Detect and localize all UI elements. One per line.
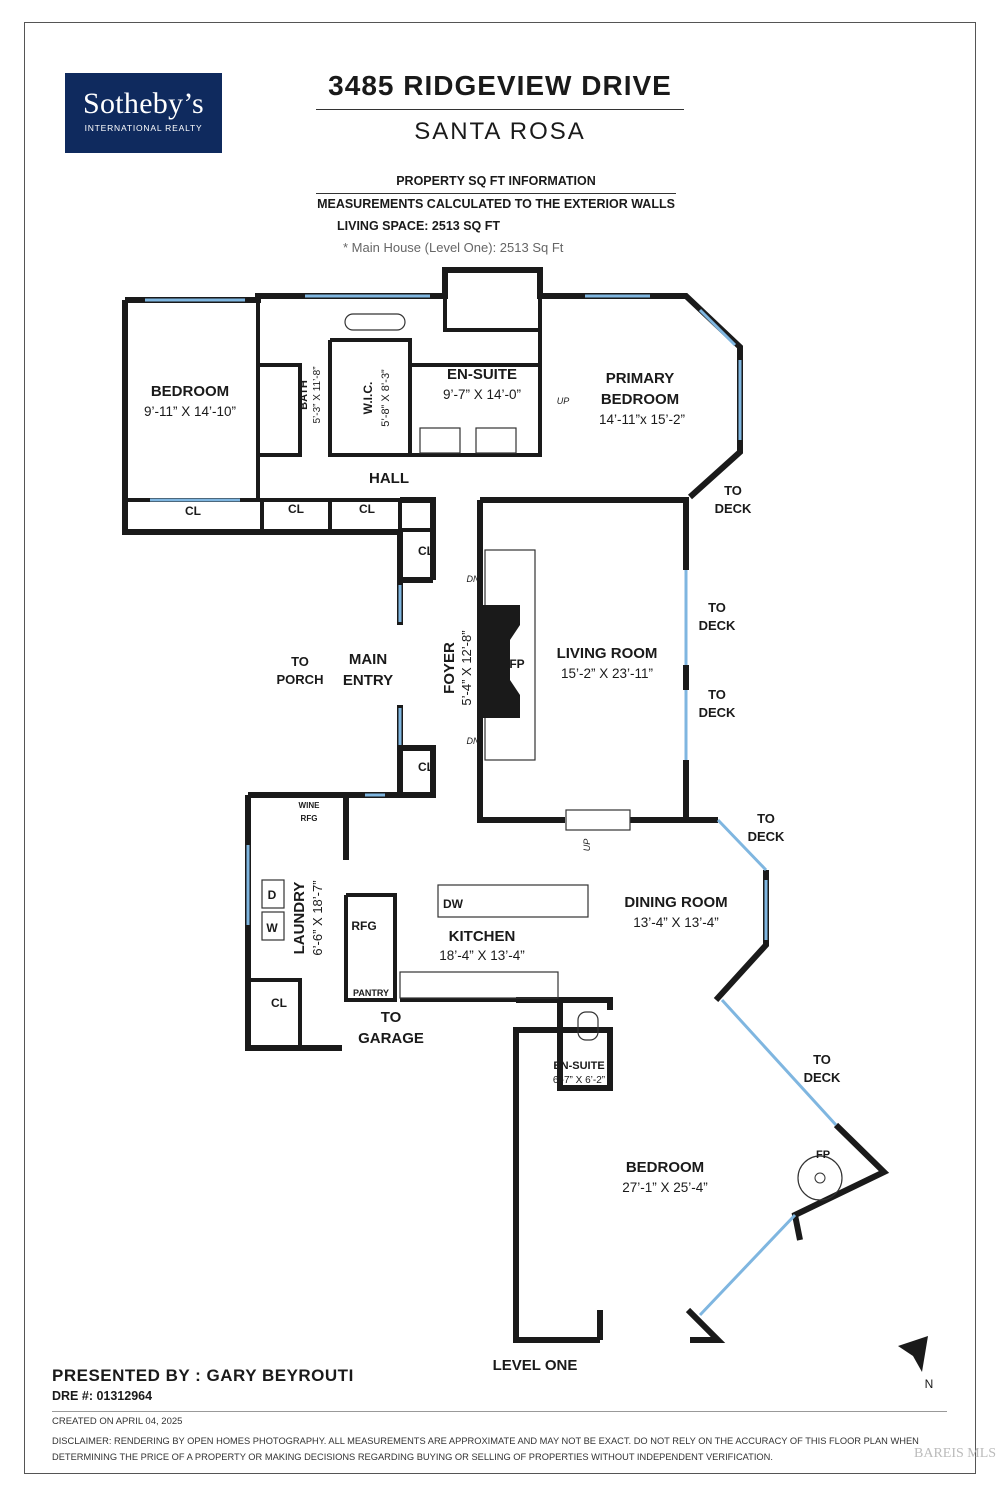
stairs-down-label: DN bbox=[467, 574, 480, 584]
windows bbox=[145, 294, 838, 1317]
closet-label: CL bbox=[288, 502, 304, 516]
dishwasher-label: DW bbox=[443, 897, 464, 911]
main-entry-2: ENTRY bbox=[343, 672, 393, 689]
kitchen-name: KITCHEN bbox=[449, 928, 516, 945]
closet-label: CL bbox=[271, 996, 287, 1010]
to-deck-5-deck: DECK bbox=[804, 1070, 841, 1085]
level-label: LEVEL ONE bbox=[492, 1357, 578, 1374]
to-deck-4-deck: DECK bbox=[748, 829, 785, 844]
ensuite1-name: EN-SUITE bbox=[447, 366, 517, 383]
bath-name: BATH bbox=[298, 380, 310, 410]
main-house-sqft: * Main House (Level One): 2513 Sq Ft bbox=[343, 240, 564, 255]
mls-watermark: BAREIS MLS bbox=[914, 1446, 997, 1461]
stairs-down-label: DN bbox=[467, 736, 480, 746]
living-name: LIVING ROOM bbox=[557, 645, 658, 662]
foyer-name: FOYER bbox=[441, 642, 458, 694]
kitchen-dims: 18’-4” X 13’-4” bbox=[439, 948, 525, 963]
logo-subtitle: INTERNATIONAL REALTY bbox=[84, 123, 203, 133]
wic-name: W.I.C. bbox=[361, 382, 375, 415]
dryer-label: D bbox=[268, 888, 277, 902]
info-method: MEASUREMENTS CALCULATED TO THE EXTERIOR … bbox=[317, 197, 675, 211]
closet-label: CL bbox=[418, 544, 434, 558]
dining-name: DINING ROOM bbox=[624, 894, 727, 911]
ensuite1-dims: 9’-7” X 14’-0” bbox=[443, 387, 521, 402]
to-deck-1-deck: DECK bbox=[715, 501, 752, 516]
living-dims: 15’-2” X 23’-11” bbox=[561, 666, 653, 681]
fireplace-block bbox=[261, 313, 843, 1201]
to-porch-to: TO bbox=[291, 654, 309, 669]
primary-dims: 14’-11”x 15’-2” bbox=[599, 412, 685, 427]
hall-name: HALL bbox=[369, 470, 409, 487]
disclaimer: DISCLAIMER: RENDERING BY OPEN HOMES PHOT… bbox=[52, 1436, 919, 1462]
bedroom2-name: BEDROOM bbox=[626, 1159, 704, 1176]
laundry-dims: 6’-6” X 18’-7” bbox=[310, 880, 325, 955]
bedroom1-dims: 9’-11” X 14’-10” bbox=[144, 404, 236, 419]
washer-label: W bbox=[266, 921, 278, 935]
to-deck-2-deck: DECK bbox=[699, 618, 736, 633]
living-space: LIVING SPACE: 2513 SQ FT bbox=[337, 219, 501, 233]
logo-brand: Sotheby’s bbox=[82, 87, 205, 120]
ensuite2-dims: 6’-7” X 6’-2” bbox=[553, 1075, 605, 1086]
laundry-name: LAUNDRY bbox=[291, 882, 308, 955]
bath-dims: 5’-3” X 11’-8” bbox=[312, 366, 323, 423]
dining-dims: 13’-4” X 13’-4” bbox=[633, 915, 719, 930]
property-city: SANTA ROSA bbox=[414, 118, 586, 145]
created-date: CREATED ON APRIL 04, 2025 bbox=[52, 1416, 183, 1427]
bedroom1-name: BEDROOM bbox=[151, 383, 229, 400]
bedroom2-dims: 27’-1” X 25’-4” bbox=[622, 1180, 708, 1195]
to-garage-to: TO bbox=[381, 1009, 402, 1026]
closet-label: CL bbox=[359, 502, 375, 516]
compass-north: N bbox=[925, 1377, 934, 1391]
to-deck-4-to: TO bbox=[757, 811, 775, 826]
property-address: 3485 RIDGEVIEW DRIVE bbox=[328, 70, 672, 101]
wine-rfg-label: RFG bbox=[301, 814, 318, 823]
stairs-up-label: UP bbox=[582, 839, 592, 852]
exterior-walls bbox=[122, 267, 890, 1343]
to-deck-3-to: TO bbox=[708, 687, 726, 702]
ensuite2-name: EN-SUITE bbox=[553, 1060, 604, 1072]
to-deck-3-deck: DECK bbox=[699, 705, 736, 720]
info-title: PROPERTY SQ FT INFORMATION bbox=[396, 174, 596, 188]
wic-dims: 5’-8” X 8’-3” bbox=[380, 369, 392, 427]
main-entry-1: MAIN bbox=[349, 651, 387, 668]
sothebys-logo: Sotheby’s INTERNATIONAL REALTY bbox=[65, 73, 222, 153]
primary-name-1: PRIMARY bbox=[606, 370, 675, 387]
to-deck-5-to: TO bbox=[813, 1052, 831, 1067]
wine-label: WINE bbox=[299, 801, 321, 810]
rfg-label: RFG bbox=[351, 919, 376, 933]
fireplace-label: FP bbox=[509, 657, 524, 671]
to-deck-2-to: TO bbox=[708, 600, 726, 615]
footer-divider bbox=[52, 1411, 947, 1412]
to-porch-porch: PORCH bbox=[277, 672, 324, 687]
to-deck-1-to: TO bbox=[724, 483, 742, 498]
fireplace-label: FP bbox=[816, 1149, 830, 1161]
pantry-label: PANTRY bbox=[353, 988, 389, 998]
info-divider bbox=[316, 193, 676, 194]
foyer-dims: 5’-4” X 12’-8” bbox=[459, 630, 474, 705]
stairs-up-label: UP bbox=[557, 396, 570, 406]
dre-number: DRE #: 01312964 bbox=[52, 1389, 153, 1403]
page-frame bbox=[24, 22, 976, 1474]
presented-by: PRESENTED BY : GARY BEYROUTI bbox=[52, 1366, 354, 1385]
to-garage-garage: GARAGE bbox=[358, 1030, 424, 1047]
compass-icon: N bbox=[898, 1336, 933, 1391]
closet-label: CL bbox=[185, 504, 201, 518]
primary-name-2: BEDROOM bbox=[601, 391, 679, 408]
title-divider bbox=[316, 109, 684, 110]
closet-label: CL bbox=[418, 760, 434, 774]
